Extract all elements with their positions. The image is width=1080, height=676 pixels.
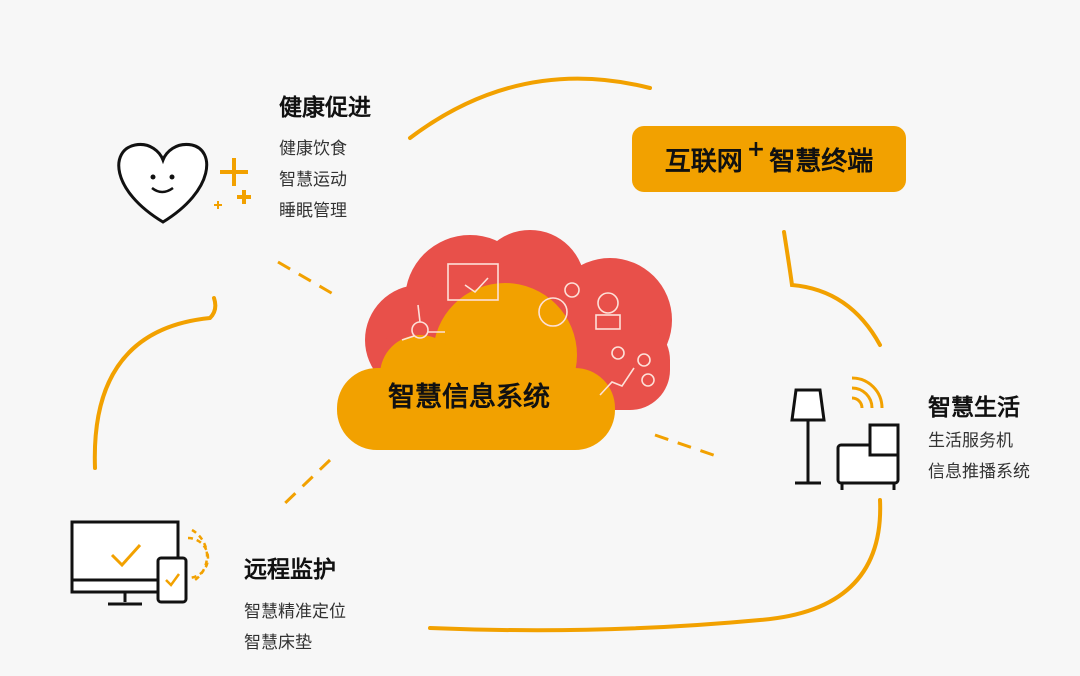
life-item: 信息推播系统 xyxy=(928,462,1030,482)
health-item: 智慧运动 xyxy=(279,170,347,190)
badge-left: 互联网 xyxy=(664,146,743,177)
internet-terminal-badge: 互联网+智慧终端 xyxy=(632,126,906,192)
arc-top xyxy=(408,76,652,140)
health-item: 健康饮食 xyxy=(279,139,347,159)
lamp-sofa-wifi-icon xyxy=(790,376,900,490)
badge-plus: + xyxy=(746,136,766,162)
center-cloud-label: 智慧信息系统 xyxy=(388,382,550,413)
heart-plus-icon xyxy=(117,142,251,224)
arc-left xyxy=(92,296,218,470)
health-title: 健康促进 xyxy=(279,95,371,121)
remote-item: 智慧床垫 xyxy=(244,633,312,653)
connector-arcs xyxy=(92,76,883,633)
remote-items: 智慧精准定位 智慧床垫 xyxy=(244,597,346,659)
monitor-icon xyxy=(447,263,499,301)
badge-right: 智慧终端 xyxy=(769,146,874,177)
chart-icon xyxy=(599,367,635,396)
arc-bottom-right xyxy=(428,498,883,633)
remote-title: 远程监护 xyxy=(244,557,336,583)
life-item: 生活服务机 xyxy=(928,431,1013,451)
cloud-line-icons xyxy=(401,263,655,396)
health-item: 睡眠管理 xyxy=(279,201,347,221)
remote-item: 智慧精准定位 xyxy=(244,602,346,622)
life-items: 生活服务机 信息推播系统 xyxy=(928,426,1030,488)
dollar-coin-icon xyxy=(538,297,568,327)
monitor-phone-check-icon xyxy=(70,520,210,606)
health-items: 健康饮食 智慧运动 睡眠管理 xyxy=(279,134,347,227)
dashed-links xyxy=(277,260,723,510)
person-icon xyxy=(597,292,619,314)
life-title: 智慧生活 xyxy=(928,395,1020,421)
arc-right xyxy=(782,230,882,347)
